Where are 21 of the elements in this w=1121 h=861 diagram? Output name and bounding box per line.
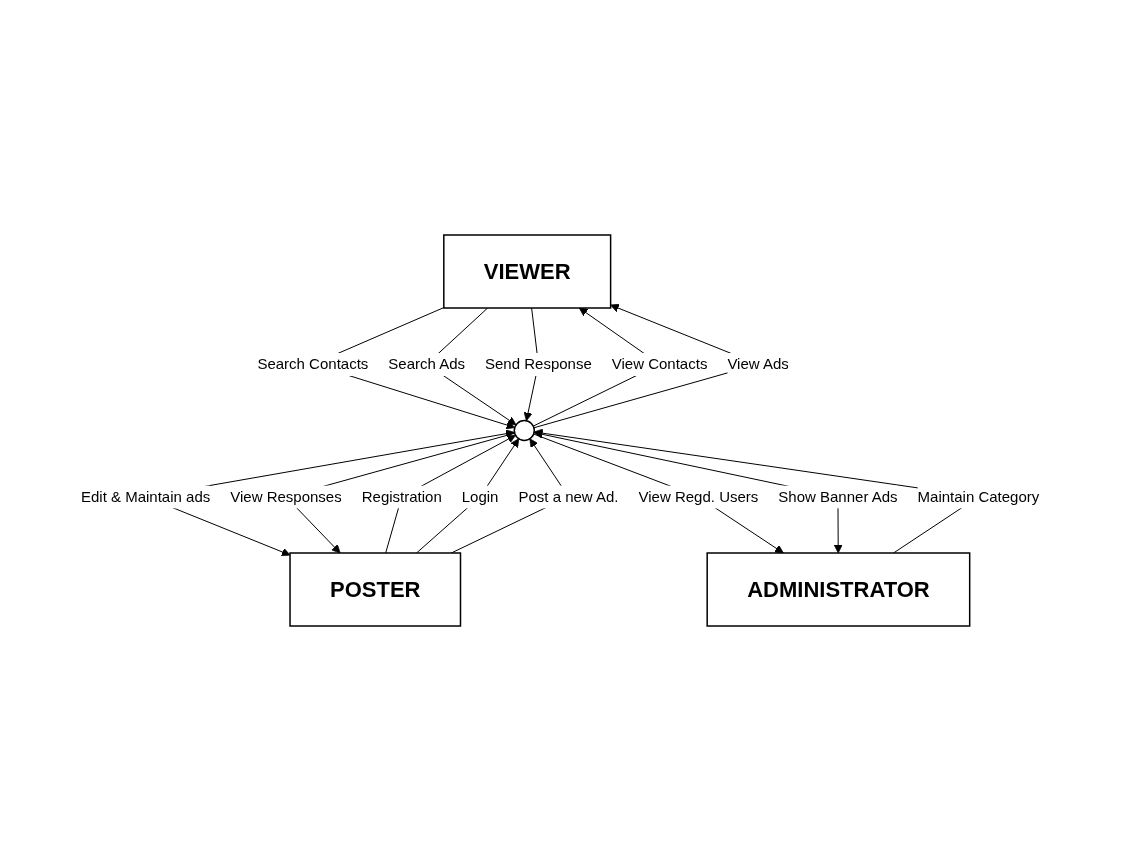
node-box: VIEWER [443,234,612,309]
edge-label: View Regd. Users [638,487,759,505]
node-box: POSTER [289,552,462,627]
edge-label: Search Contacts [257,355,369,372]
edge-label: Show Banner Ads [778,487,898,505]
edge-label: View Responses [230,487,343,505]
edge-label: Registration [362,487,443,505]
edge-label: View Ads [727,355,790,372]
edge-label: Login [462,487,499,505]
arrow [534,430,843,554]
arrow [416,438,520,554]
edge-label: View Contacts [612,355,708,372]
node-circle [513,419,536,442]
edge-label: Search Ads [388,355,466,372]
arrow [533,433,785,554]
edge-label: Edit & Maintain ads [81,487,211,505]
edge-label: Maintain Category [917,487,1040,505]
node-box: ADMINISTRATOR [706,552,971,627]
arrow [385,434,517,554]
edge-label: Send Response [485,355,593,372]
edge-label: Post a new Ad. [518,487,619,505]
